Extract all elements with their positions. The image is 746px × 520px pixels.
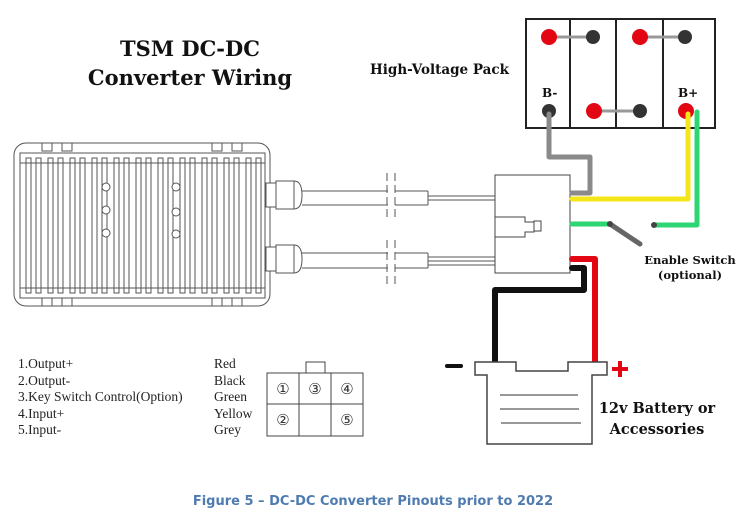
connector-pin-diagram [266,361,364,437]
wire-red-output-positive [569,256,598,365]
heatsink-fin [179,157,186,294]
enable-switch-label-line-1: Enable Switch [644,253,736,267]
connector-latch [305,361,326,374]
cable-gland-bottom [265,244,303,274]
pin-function: 4.Input+ [18,405,65,421]
pin-wire-color: Grey [214,422,241,437]
b-plus-label: B+ [678,86,699,100]
pin-wire-color: Green [214,389,247,404]
battery-label-line-2: Accessories [609,421,705,438]
pinout-row: 3.Key Switch Control(Option) Green [18,389,274,406]
pin-function: 1.Output+ [18,356,74,371]
positive-terminal [586,103,602,119]
switch-pivot [607,221,613,227]
figure-caption: Figure 5 – DC-DC Converter Pinouts prior… [192,494,554,509]
pinout-legend: 1.Output+ Red 2.Output- Black 3.Key Swit… [18,356,274,439]
heatsink-fin [189,157,196,294]
battery-12v [474,361,608,445]
wiring-connector-block [494,174,571,274]
wire-green-key-switch [651,109,700,228]
screw-hole [171,182,181,192]
positive-terminal [632,29,648,45]
pin-wire-color: Red [214,356,236,371]
pinout-row: 4.Input+ Yellow [18,406,274,423]
pin-function: 3.Key Switch Control(Option) [18,389,183,404]
pinout-row: 2.Output- Black [18,373,274,390]
converter-housing [13,142,271,307]
pack-negative-terminal [542,104,556,118]
wire-black-output-negative [492,265,587,365]
cable-bottom [302,252,495,269]
screw-hole [101,205,111,215]
heatsink-fin [91,157,98,294]
battery-label-line-1: 12v Battery or [598,400,716,417]
heatsink-fin [157,157,164,294]
housing-screw-holes [101,182,181,239]
connector-pin-labels: ① ③ ④ ② ⑤ [276,380,353,429]
heatsink-fin [167,157,174,294]
heatsink-fin [135,157,142,294]
cable-top [302,190,495,206]
negative-terminal [586,30,600,44]
pinout-row: 1.Output+ Red [18,356,274,373]
switch-lever [607,221,643,247]
b-minus-label: B- [542,86,558,100]
pin-wire-color: Yellow [214,405,253,421]
negative-terminal [633,104,647,118]
pin-2-label: ② [276,411,289,429]
heatsink-fin [245,157,252,294]
heatsink-fin [145,157,152,294]
heatsink-fin [69,157,76,294]
title-line-2: Converter Wiring [87,65,293,90]
pin-4-label: ④ [340,380,353,398]
heatsink-fin [223,157,230,294]
wire-yellow-input-positive [569,111,691,202]
pin-1-label: ① [276,380,289,398]
pin-5-label: ⑤ [340,411,353,429]
heatsink-fin [113,157,120,294]
heatsink-fins [25,157,262,294]
pinout-row: 5.Input- Grey [18,422,274,439]
high-voltage-pack-label: High-Voltage Pack [370,62,509,78]
cable-break-top [386,173,396,220]
wire-grey-input-negative [546,111,593,196]
heatsink-fin [35,157,42,294]
heatsink-fin [233,157,240,294]
switch-contact [651,222,657,228]
positive-terminal [541,29,557,45]
negative-terminal [678,30,692,44]
diagram-title: TSM DC-DC Converter Wiring [70,34,310,92]
pin-function: 2.Output- [18,372,71,388]
battery-plus-icon [612,361,628,377]
heatsink-fin [255,157,262,294]
pin-function: 5.Input- [18,422,62,437]
screw-hole [171,207,181,217]
high-voltage-pack [525,18,716,129]
heatsink-fin [47,157,54,294]
cable-break-bottom [386,240,396,287]
cable-gland-top [265,180,303,210]
heatsink-fin [201,157,208,294]
heatsink-fin [211,157,218,294]
screw-hole [101,228,111,238]
screw-hole [101,182,111,192]
pin-wire-color: Black [214,372,246,388]
enable-switch-label: Enable Switch (optional) [630,253,746,283]
battery-label: 12v Battery or Accessories [592,398,722,440]
heatsink-fin [123,157,130,294]
heatsink-fin [25,157,32,294]
heatsink-fin [79,157,86,294]
screw-hole [171,229,181,239]
enable-switch [607,221,657,247]
pin-3-label: ③ [308,380,321,398]
title-line-1: TSM DC-DC [120,36,260,61]
heatsink-fin [101,157,108,294]
enable-switch-label-line-2: (optional) [657,268,723,282]
heatsink-fin [57,157,64,294]
